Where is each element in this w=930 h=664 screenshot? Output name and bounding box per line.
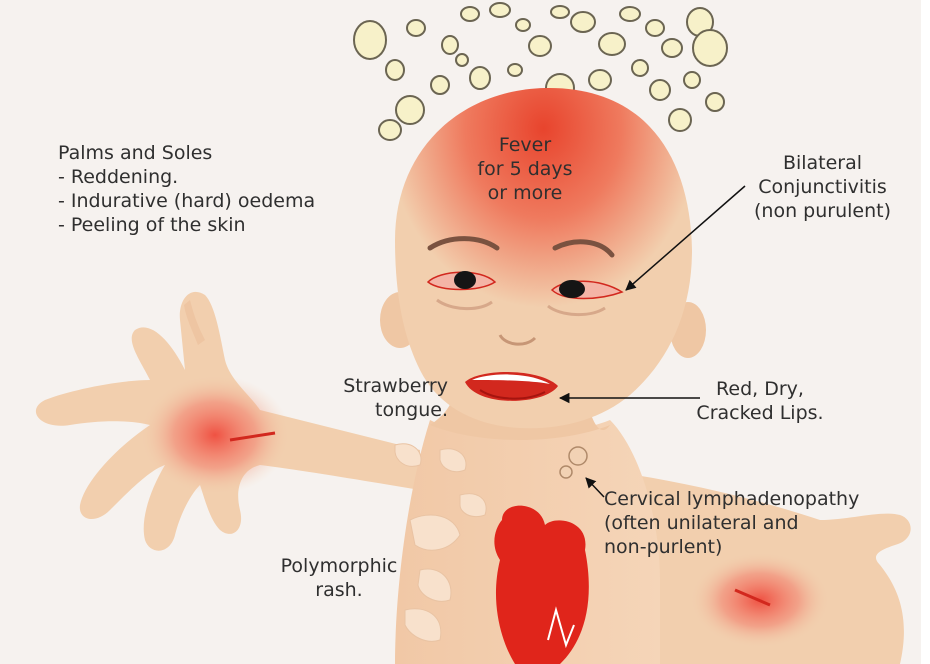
fever-label: Fever for 5 days or more [460, 133, 590, 205]
conjunctivitis-line: Bilateral [735, 151, 910, 175]
conjunctivitis-line: (non purulent) [735, 199, 910, 223]
tongue-line: tongue. [300, 398, 448, 422]
palms-soles-label: Palms and Soles - Reddening. - Indurativ… [58, 141, 315, 237]
lips-line: Cracked Lips. [680, 401, 840, 425]
rash-label: Polymorphic rash. [262, 554, 416, 602]
lymph-line: Cervical lymphadenopathy [604, 487, 859, 511]
fever-line: or more [460, 181, 590, 205]
lymph-line: (often unilateral and [604, 511, 859, 535]
conjunctivitis-line: Conjunctivitis [735, 175, 910, 199]
fever-line: Fever [460, 133, 590, 157]
tongue-line: Strawberry [300, 374, 448, 398]
lips-line: Red, Dry, [680, 377, 840, 401]
fever-line: for 5 days [460, 157, 590, 181]
lymph-label: Cervical lymphadenopathy (often unilater… [604, 487, 859, 559]
rash-line: rash. [262, 578, 416, 602]
conjunctivitis-label: Bilateral Conjunctivitis (non purulent) [735, 151, 910, 223]
palms-soles-title: Palms and Soles [58, 141, 315, 165]
rash-line: Polymorphic [262, 554, 416, 578]
tongue-label: Strawberry tongue. [300, 374, 448, 422]
lips-label: Red, Dry, Cracked Lips. [680, 377, 840, 425]
palms-soles-item: - Reddening. [58, 165, 315, 189]
palms-soles-item: - Indurative (hard) oedema [58, 189, 315, 213]
heart [494, 506, 588, 664]
right-edge [921, 0, 930, 664]
palms-soles-item: - Peeling of the skin [58, 213, 315, 237]
lymph-line: non-purlent) [604, 535, 859, 559]
